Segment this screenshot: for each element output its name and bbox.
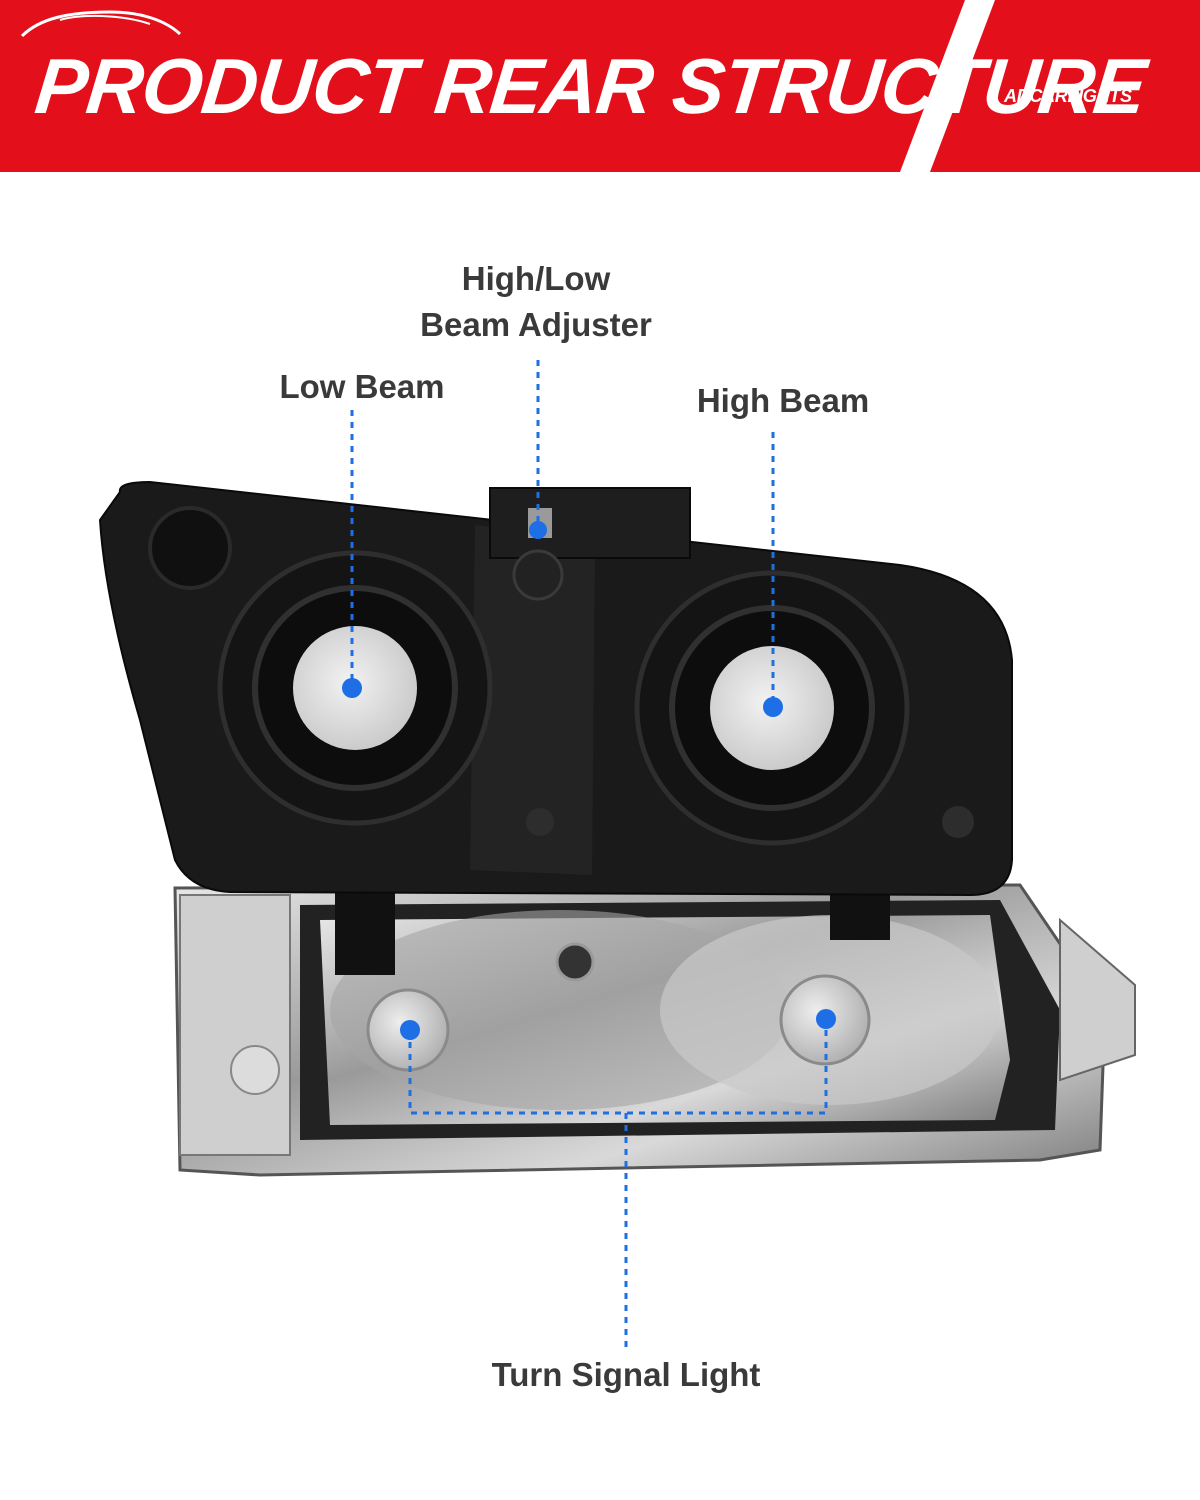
car-silhouette-logo-icon [20, 10, 182, 38]
turn-signal-housing [173, 875, 1136, 1177]
adjuster-dot-icon [529, 521, 547, 539]
banner-background [0, 0, 1200, 172]
callout-lines [350, 360, 828, 1352]
right-turn-dot-icon [816, 1009, 836, 1029]
adjuster-label: High/Low Beam Adjuster [405, 256, 667, 348]
turn-signal-bracket-line [408, 1020, 828, 1115]
adjuster-label-line1: High/Low [461, 260, 611, 297]
high-beam-dot-icon [763, 697, 783, 717]
high-beam-label: High Beam [696, 382, 870, 419]
headlamp-housing [98, 480, 1013, 897]
header-banner: PRODUCT REAR STRUCTURE ADCARLIGHTS [0, 0, 1200, 172]
low-beam-label: Low Beam [279, 368, 445, 405]
turn-signal-label: Turn Signal Light [491, 1356, 761, 1393]
adjuster-label-line2: Beam Adjuster [420, 306, 652, 343]
left-turn-dot-icon [400, 1020, 420, 1040]
brand-name: ADCARLIGHTS [1004, 86, 1132, 106]
callout-dots [342, 521, 836, 1040]
low-beam-dot-icon [342, 678, 362, 698]
